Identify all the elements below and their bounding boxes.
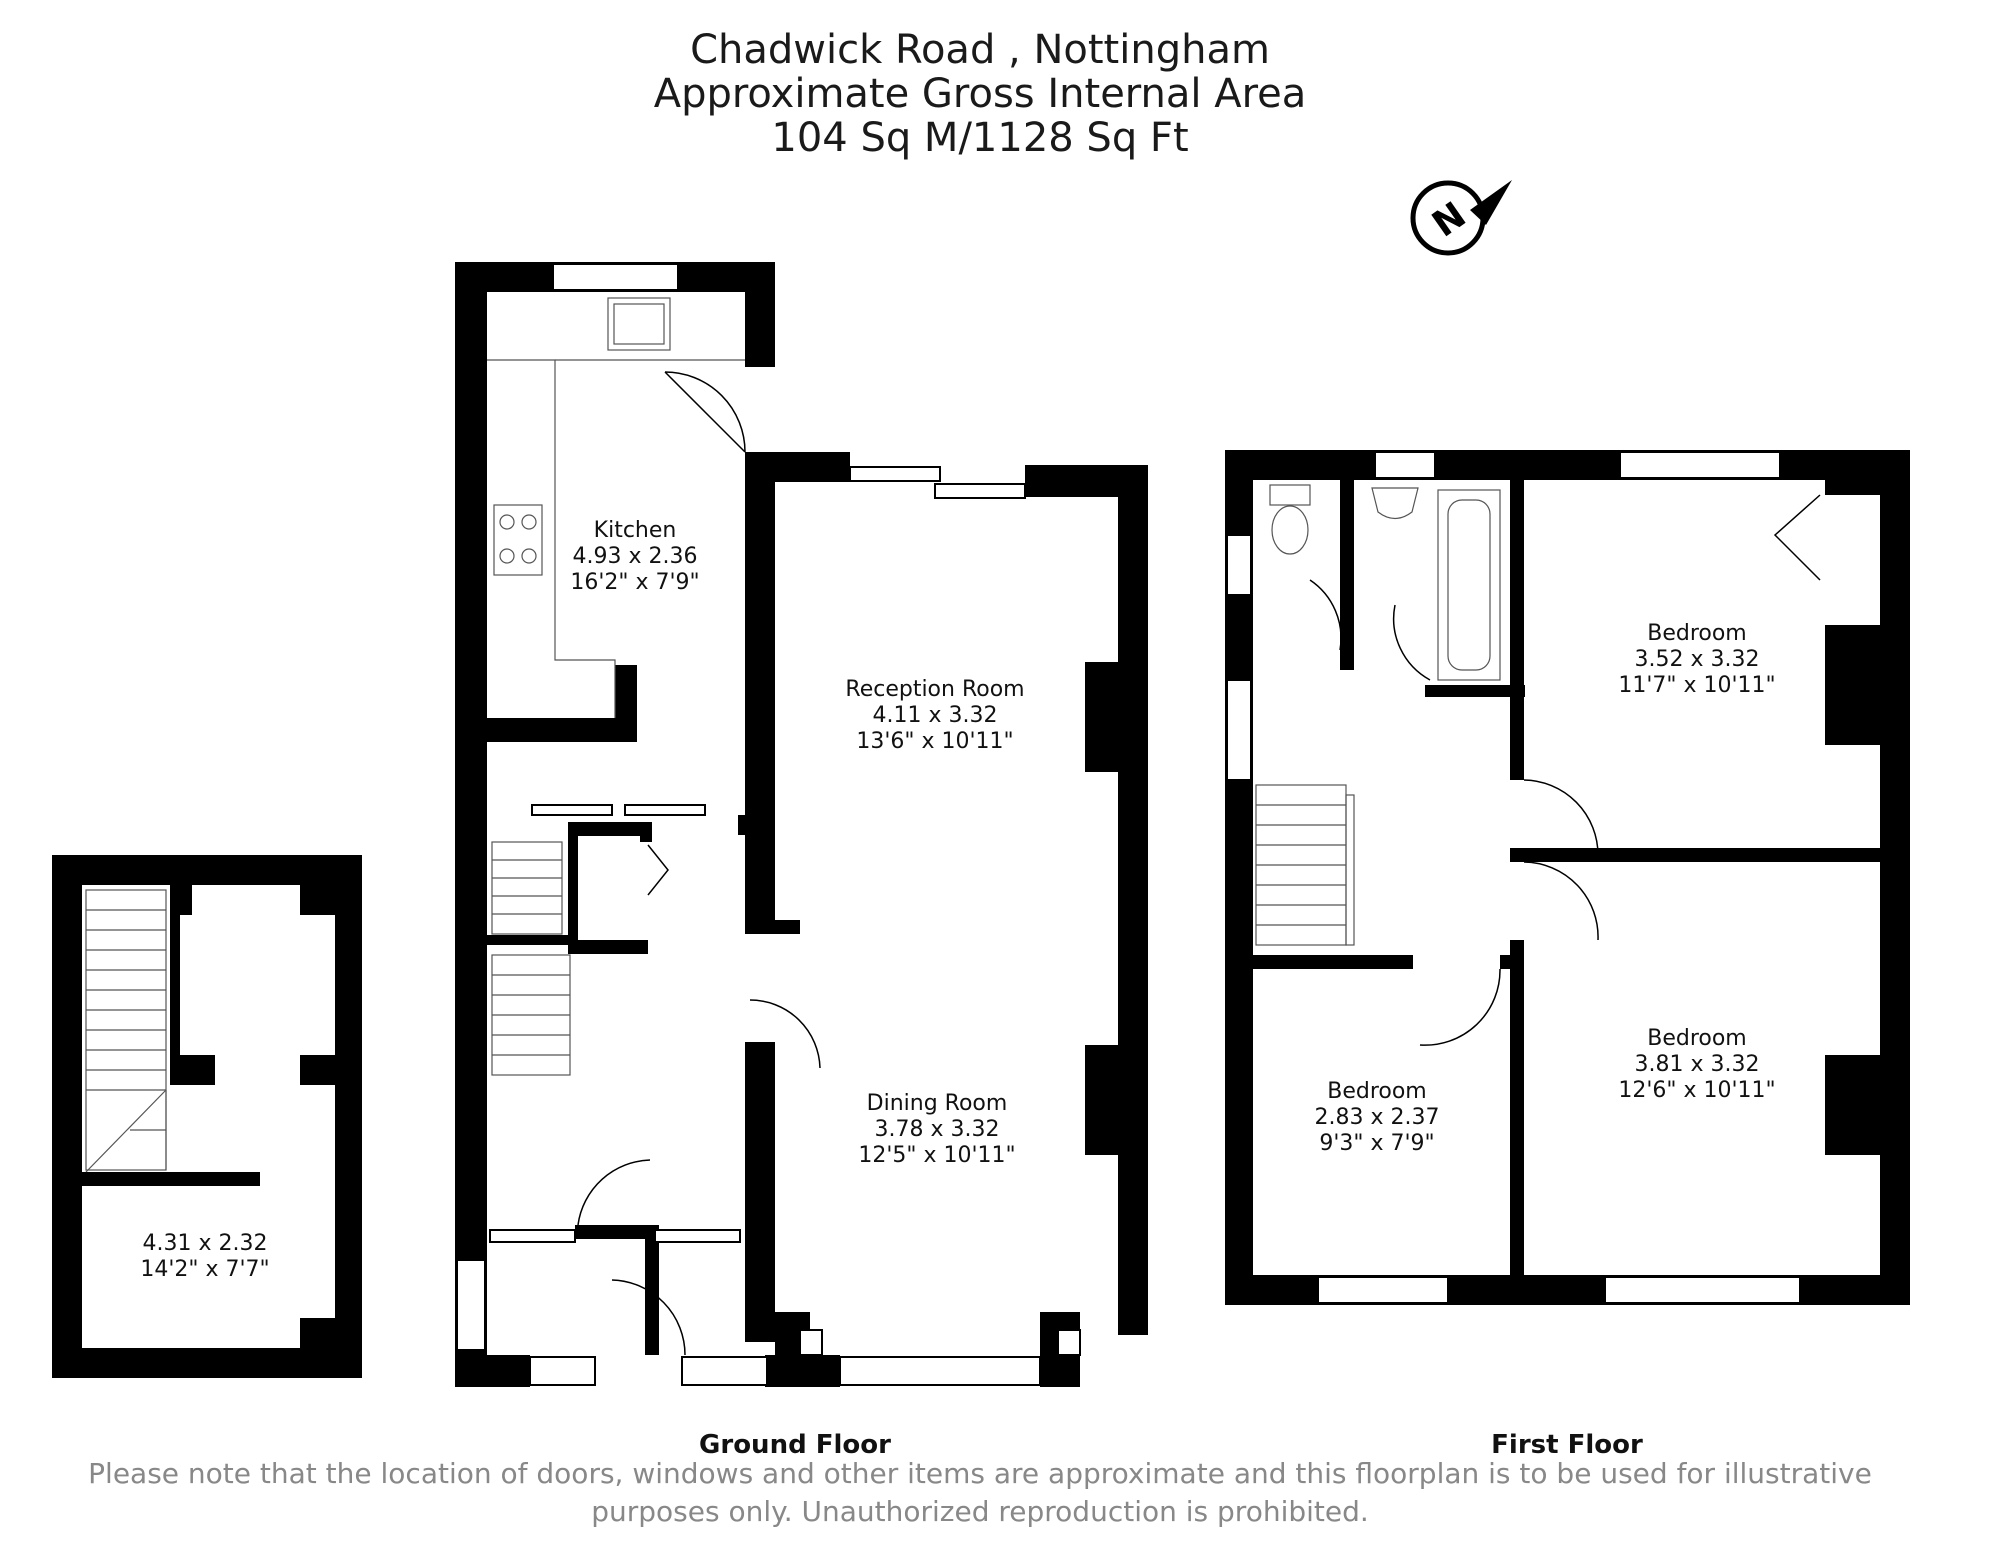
outbuilding-plan: 4.31 x 2.32 14'2" x 7'7": [52, 855, 362, 1378]
bedroom-top-imperial: 11'7" x 10'11": [1618, 673, 1775, 698]
disclaimer-line-1: Please note that the location of doors, …: [88, 1457, 1872, 1490]
disclaimer-line-2: purposes only. Unauthorized reproduction…: [591, 1495, 1369, 1528]
first-floor-plan: Bedroom 3.52 x 3.32 11'7" x 10'11" Bedro…: [1225, 450, 1910, 1460]
reception-imperial: 13'6" x 10'11": [856, 729, 1013, 754]
disclaimer: Please note that the location of doors, …: [0, 1455, 1960, 1531]
bedroom-right-imperial: 12'6" x 10'11": [1618, 1078, 1775, 1103]
plan-title: Chadwick Road , Nottingham Approximate G…: [0, 28, 1960, 160]
bedroom-right-metric: 3.81 x 3.32: [1635, 1052, 1760, 1077]
dining-imperial: 12'5" x 10'11": [858, 1143, 1015, 1168]
ground-floor-label: Ground Floor: [699, 1430, 891, 1460]
reception-name: Reception Room: [845, 677, 1024, 702]
kitchen-metric: 4.93 x 2.36: [573, 544, 698, 569]
bedroom-top-metric: 3.52 x 3.32: [1635, 647, 1760, 672]
bedroom-top-name: Bedroom: [1647, 621, 1747, 646]
kitchen-imperial: 16'2" x 7'9": [570, 570, 699, 595]
title-area-caption: Approximate Gross Internal Area: [653, 71, 1307, 117]
title-address: Chadwick Road , Nottingham: [690, 27, 1270, 73]
first-floor-label: First Floor: [1491, 1430, 1643, 1460]
bedroom-small-imperial: 9'3" x 7'9": [1319, 1131, 1434, 1156]
kitchen-name: Kitchen: [594, 518, 677, 543]
bedroom-small-metric: 2.83 x 2.37: [1315, 1105, 1440, 1130]
dining-metric: 3.78 x 3.32: [875, 1117, 1000, 1142]
reception-metric: 4.11 x 3.32: [873, 703, 998, 728]
compass-letter: N: [1425, 195, 1473, 246]
title-area-value: 104 Sq M/1128 Sq Ft: [771, 115, 1189, 161]
ground-floor-plan: Kitchen 4.93 x 2.36 16'2" x 7'9" Recepti…: [455, 262, 1148, 1460]
outbuilding-metric: 4.31 x 2.32: [143, 1231, 268, 1256]
outbuilding-imperial: 14'2" x 7'7": [140, 1257, 269, 1282]
north-arrow-icon: N: [1410, 180, 1512, 256]
dining-name: Dining Room: [867, 1091, 1008, 1116]
bedroom-small-name: Bedroom: [1327, 1079, 1427, 1104]
bedroom-right-name: Bedroom: [1647, 1026, 1747, 1051]
